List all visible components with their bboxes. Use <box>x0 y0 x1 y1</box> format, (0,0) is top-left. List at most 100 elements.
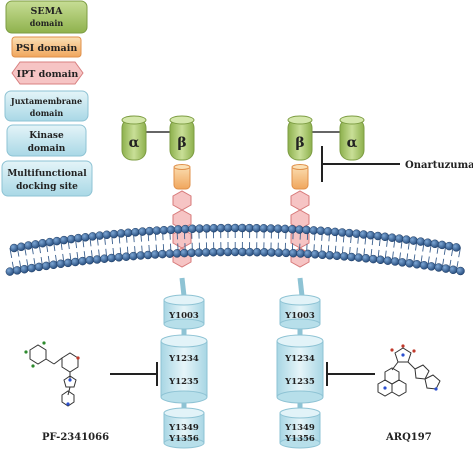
lipid-head <box>100 254 109 263</box>
lipid-head <box>194 248 204 257</box>
legend-docking-label: Multifunctional <box>7 169 87 179</box>
lipid-head <box>102 230 112 240</box>
lipid-head <box>81 233 90 242</box>
lipid-head <box>116 229 126 238</box>
lipid-head <box>402 235 411 244</box>
lipid-head <box>359 230 368 239</box>
lipid-head <box>339 252 349 261</box>
lipid-head <box>347 252 356 262</box>
lipid-head <box>273 224 283 233</box>
lipid-head <box>201 248 211 257</box>
transmembrane-segment <box>297 277 305 297</box>
lipid-head <box>109 229 119 239</box>
legend-docking-sublabel: docking site <box>16 182 78 192</box>
y1235-right: Y1235 <box>284 377 315 387</box>
lipid-head <box>238 247 247 257</box>
lipid-head <box>209 223 219 233</box>
lipid-head <box>16 242 26 252</box>
lipid-head <box>216 247 225 257</box>
lipid-head <box>281 248 291 258</box>
lipid-head <box>27 263 36 273</box>
kinase-right: Y1234 Y1235 <box>276 334 324 404</box>
lipid-head <box>31 240 40 249</box>
ipt-hexagon <box>290 209 310 230</box>
pf-2341066-inhibition: PF-2341066 <box>24 341 158 443</box>
lipid-head <box>361 254 371 263</box>
lipid-head <box>419 261 429 270</box>
lipid-head <box>409 236 418 245</box>
lipid-head <box>398 258 407 267</box>
ipt-hexagon <box>172 190 192 211</box>
alpha-subunit-right: α <box>339 115 365 161</box>
onartuzumab-label: Onartuzumab <box>405 160 473 171</box>
lipid-head <box>107 253 116 263</box>
lipid-head <box>380 232 390 242</box>
lipid-head <box>316 226 326 236</box>
lipid-head <box>136 251 145 260</box>
y1003-right: Y1003 <box>284 311 315 321</box>
lipid-head <box>266 224 276 233</box>
lipid-head <box>405 259 414 268</box>
lipid-head <box>430 239 440 249</box>
lipid-head <box>95 231 104 240</box>
alpha-label-left: α <box>129 135 140 151</box>
legend-juxtamembrane: Juxtamembrane domain <box>4 90 89 122</box>
lipid-head <box>195 224 204 233</box>
lipid-head <box>288 224 297 234</box>
pf-2341066-structure <box>24 341 80 407</box>
y1349-left: Y1349 <box>168 423 199 433</box>
lipid-head <box>383 256 393 265</box>
lipid-head <box>85 255 95 265</box>
lipid-head <box>223 223 233 233</box>
lipid-head <box>267 248 276 257</box>
legend-juxta-label: Juxtamembrane <box>10 96 82 106</box>
lipid-head <box>138 227 147 236</box>
lipid-head <box>38 238 47 248</box>
lipid-head <box>24 241 33 250</box>
lipid-head <box>437 240 447 250</box>
ipt-hexagon <box>290 190 310 211</box>
legend-kinase-sublabel: domain <box>28 144 66 154</box>
lipid-head <box>145 226 154 236</box>
lipid-head <box>352 229 361 238</box>
lipid-head <box>456 266 465 276</box>
lipid-head <box>9 243 19 253</box>
legend-kinase: Kinase domain <box>6 124 87 157</box>
lipid-head <box>78 256 87 266</box>
lipid-head <box>310 250 320 259</box>
lipid-head <box>295 225 304 234</box>
pf-2341066-label: PF-2341066 <box>42 432 109 443</box>
lipid-head <box>280 224 290 234</box>
docking-left: Y1349 Y1356 <box>163 407 205 449</box>
y1003-left: Y1003 <box>168 311 199 321</box>
juxtamembrane-left: Y1003 <box>163 294 205 330</box>
lipid-head <box>123 228 133 238</box>
lipid-head <box>230 247 240 257</box>
legend-kinase-label: Kinase <box>29 131 64 141</box>
psi-domain-right <box>291 164 309 190</box>
lipid-head <box>52 236 62 246</box>
receptor-right-extracellular: β α <box>287 115 365 268</box>
lipid-head <box>166 225 176 235</box>
lipid-head <box>373 231 383 241</box>
lipid-head <box>121 252 131 261</box>
lipid-head <box>376 255 385 265</box>
lipid-head <box>245 247 254 257</box>
juxtamembrane-right: Y1003 <box>279 294 321 330</box>
lipid-head <box>143 250 153 260</box>
kinase-left: Y1234 Y1235 <box>160 334 208 404</box>
onartuzumab-inhibition: Onartuzumab <box>321 146 473 182</box>
legend-sema-sublabel: domain <box>30 18 64 28</box>
lipid-head <box>5 267 15 276</box>
lipid-head <box>74 233 83 243</box>
lipid-head <box>158 249 167 259</box>
y1234-right: Y1234 <box>284 354 315 364</box>
lipid-head <box>416 237 425 246</box>
psi-domain-left <box>173 164 191 190</box>
lipid-head <box>165 249 175 258</box>
lipid-head <box>345 228 354 238</box>
ipt-hexagon <box>172 209 192 230</box>
lipid-head <box>325 251 334 260</box>
lipid-head <box>12 266 22 275</box>
lipid-head <box>245 223 254 233</box>
